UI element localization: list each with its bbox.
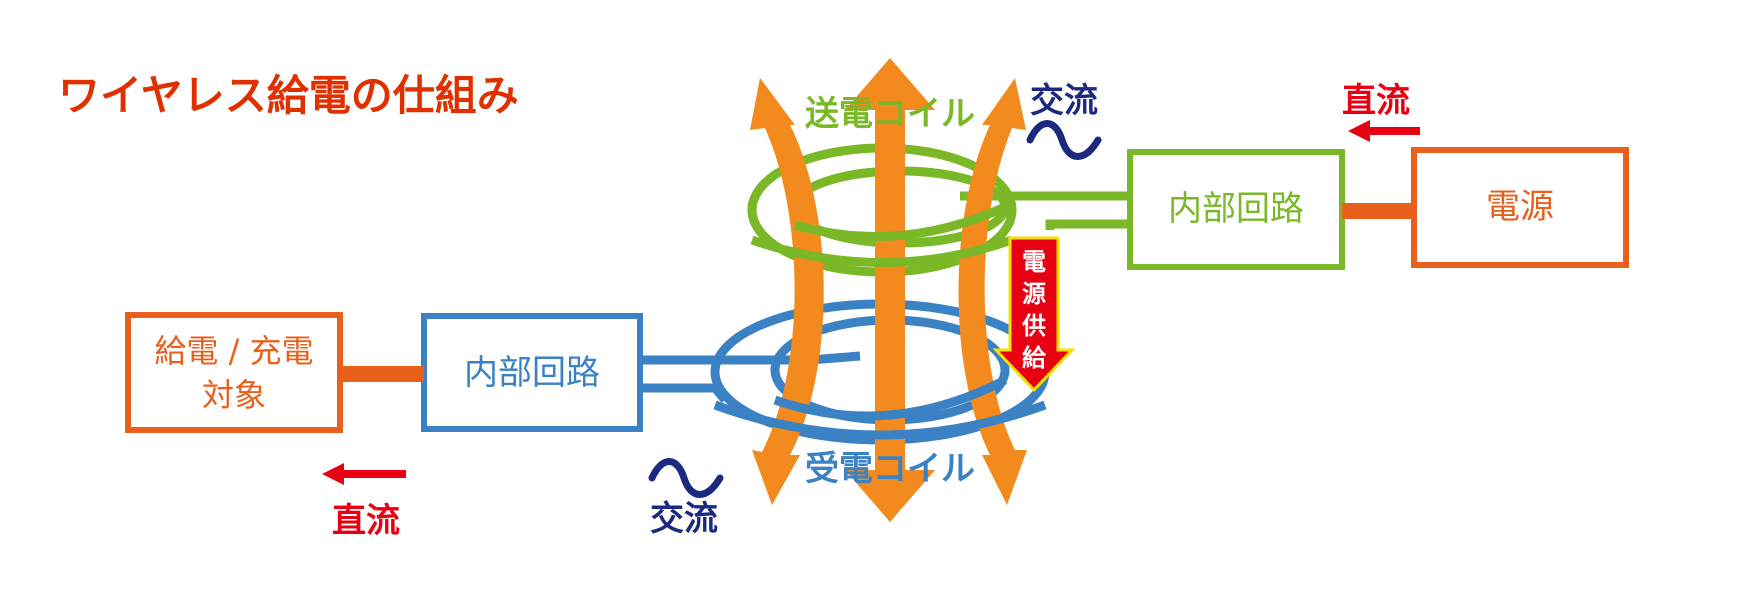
power-supply-char-4: 給	[1022, 344, 1047, 372]
dc-label-bottom: 直流	[332, 501, 400, 541]
charging-target-label-line1: 給電 / 充電	[154, 332, 313, 370]
dc-label-top: 直流	[1342, 81, 1410, 121]
charging-target: 給電 / 充電 対象	[125, 312, 343, 433]
power-source: 電源	[1411, 147, 1629, 268]
power-supply-char-1: 電	[1022, 248, 1046, 276]
power-source-label: 電源	[1486, 187, 1554, 227]
power-supply-char-3: 供	[1021, 312, 1046, 340]
ac-wave-bottom-icon	[648, 458, 724, 498]
coil-front-strokes	[713, 202, 1047, 440]
receive-coil-label: 受電コイル	[805, 449, 975, 489]
dc-arrow-top	[1348, 120, 1420, 142]
charging-target-label-line2: 対象	[202, 376, 266, 414]
diagram-title: ワイヤレス給電の仕組み	[58, 71, 519, 120]
ac-label-bottom: 交流	[650, 499, 718, 539]
rx-internal-circuit: 内部回路	[421, 313, 643, 432]
tx-power-connector	[1342, 203, 1414, 219]
tx-internal-circuit-label: 内部回路	[1168, 189, 1304, 229]
rx-internal-circuit-label: 内部回路	[464, 353, 600, 393]
ac-label-top: 交流	[1030, 81, 1098, 121]
power-supply-arrow: 電 源 供 給	[992, 236, 1076, 393]
power-supply-char-2: 源	[1022, 280, 1046, 308]
dc-arrow-bottom	[322, 463, 406, 485]
rx-target-connector	[340, 366, 424, 382]
ac-wave-top-icon	[1026, 120, 1102, 160]
tx-internal-circuit: 内部回路	[1127, 149, 1345, 270]
transmit-coil-label: 送電コイル	[805, 94, 975, 134]
